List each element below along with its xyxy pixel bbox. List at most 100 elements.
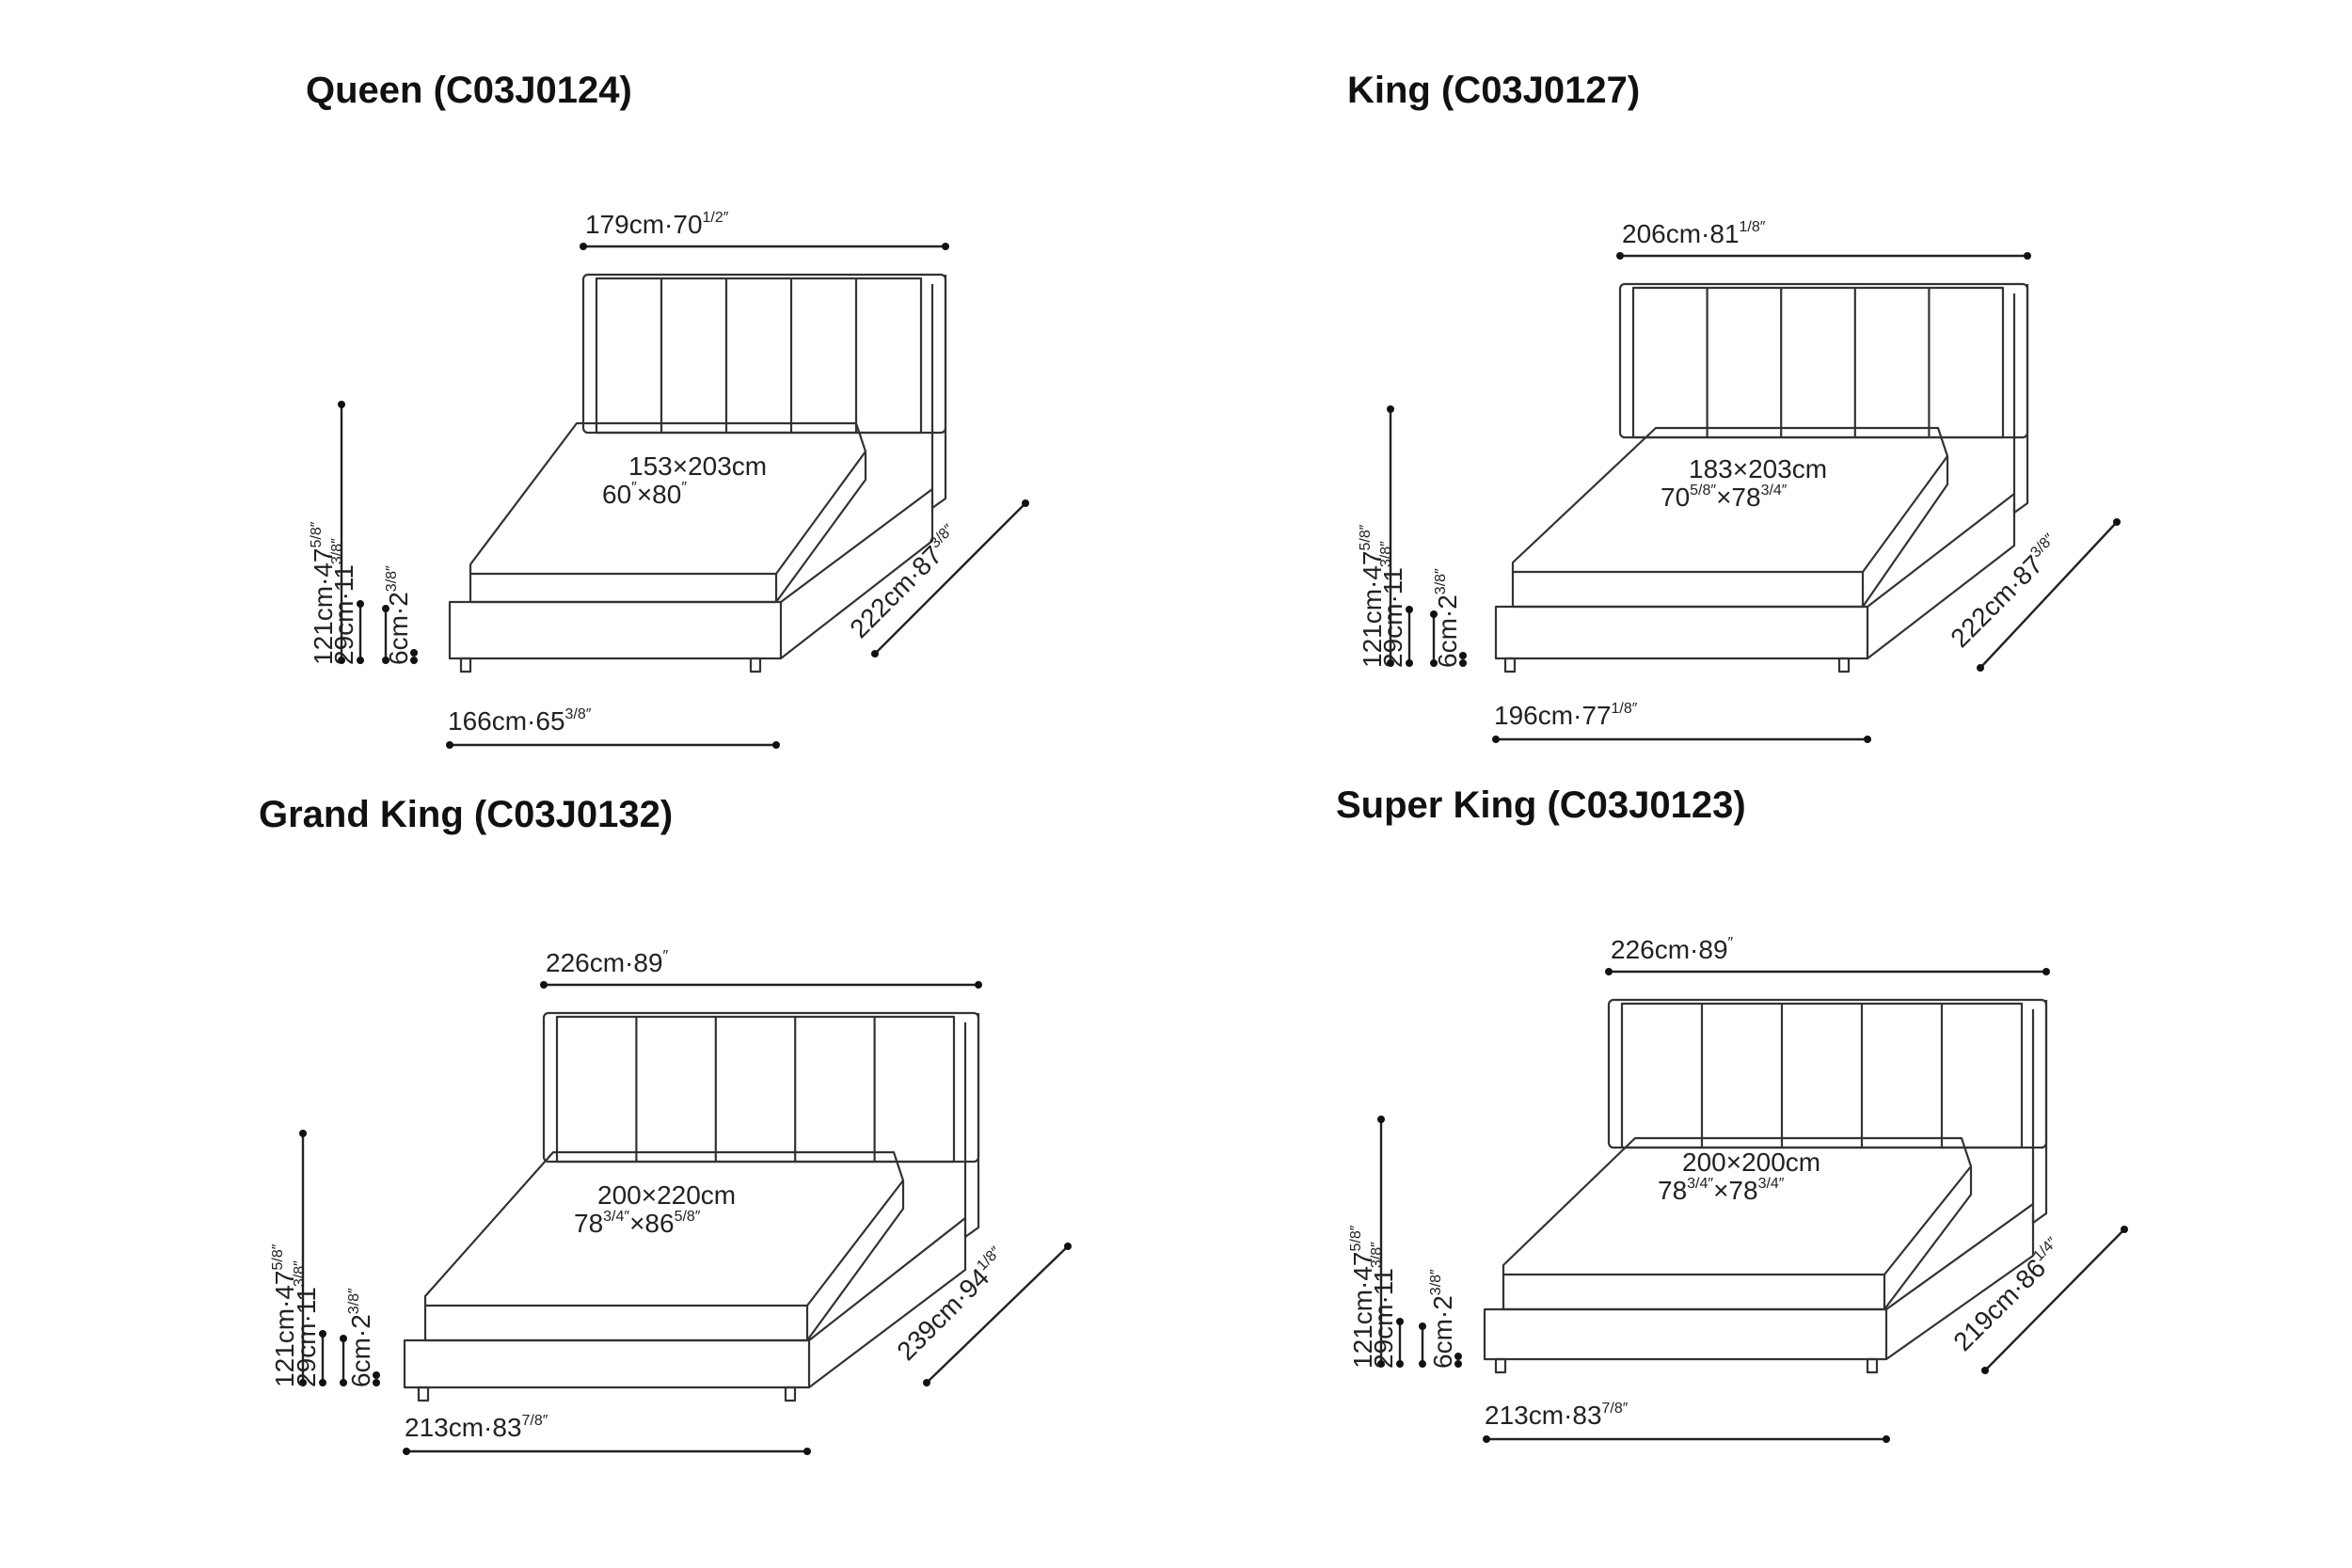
- height-total-dimension-endpoint: [1377, 1116, 1385, 1123]
- height-legs-label: 6cm·23/8″: [346, 1288, 375, 1387]
- frame-width-label-value: 213cm·83: [1485, 1401, 1602, 1430]
- height-base-secondary-endpoint: [1419, 1360, 1426, 1368]
- height-total-label-value: 121cm·47: [270, 1270, 299, 1387]
- height-base-label-fraction: 3/8″: [1369, 1242, 1385, 1268]
- height-total-dimension-endpoint: [338, 657, 345, 664]
- bed-base-side: [780, 488, 934, 659]
- length-dimension-endpoint: [2121, 1226, 2128, 1233]
- frame-width-label-value: 166cm·65: [448, 706, 565, 736]
- headboard-width-label-value: 179cm·70: [585, 210, 703, 239]
- mattress-imperial-fraction: ″: [681, 480, 687, 496]
- bed-leg: [1837, 657, 1851, 673]
- height-base-dimension-endpoint: [319, 1379, 326, 1386]
- length-dimension-endpoint: [2113, 518, 2121, 526]
- height-base-label-fraction: 3/8″: [1378, 541, 1394, 567]
- headboard-panel: [1631, 286, 2005, 439]
- bed-leg: [749, 657, 762, 673]
- height-base-label: 29cm·113/8″: [292, 1260, 321, 1387]
- height-base-dimension-endpoint: [357, 600, 364, 608]
- height-base-dimension-endpoint: [1406, 606, 1413, 613]
- mattress-end: [1883, 1166, 1973, 1310]
- headboard-width-label-fraction: ″: [663, 948, 669, 964]
- headboard-width-label-fraction: 1/8″: [1740, 219, 1766, 235]
- headboard-width-dimension-endpoint: [540, 981, 548, 989]
- mattress-imperial-value: 78: [574, 1209, 603, 1238]
- headboard-width-label-value: 226cm·89: [1611, 935, 1728, 964]
- mattress-end: [775, 451, 867, 603]
- height-total-dimension-endpoint: [338, 401, 345, 408]
- mattress-size-metric: 200×200cm: [1682, 1148, 1820, 1177]
- height-legs-label: 6cm·23/8″: [1428, 1269, 1457, 1369]
- headboard-width-dimension-endpoint: [942, 243, 949, 250]
- bed-outline-grand: [403, 1011, 980, 1402]
- mattress-imperial-value: ×78: [1716, 483, 1761, 512]
- height-base-dimension-endpoint: [357, 657, 364, 664]
- height-base-secondary-endpoint: [1430, 610, 1438, 618]
- bed-leg: [784, 1386, 797, 1402]
- bed-base-side: [1885, 1203, 2035, 1360]
- headboard-wing: [2012, 284, 2029, 515]
- length-dimension-endpoint: [871, 650, 879, 657]
- length-dimension-line: [874, 502, 1026, 655]
- height-legs-label: 6cm·23/8″: [384, 565, 413, 665]
- length-dimension-line: [1984, 1228, 2125, 1371]
- height-base-label-value: 29cm·11: [329, 564, 358, 665]
- frame-width-label-fraction: 1/8″: [1612, 701, 1638, 717]
- height-total-label: 121cm·475/8″: [270, 1243, 299, 1387]
- headboard-panel: [1620, 1002, 2024, 1149]
- height-total-label-value: 121cm·47: [1348, 1251, 1377, 1369]
- height-total-dimension-endpoint: [1377, 1360, 1385, 1368]
- length-dimension-endpoint: [1064, 1243, 1072, 1250]
- height-base-secondary-endpoint: [1430, 659, 1438, 667]
- height-base-secondary-endpoint: [382, 657, 389, 664]
- height-legs-label-value: 6cm·2: [384, 592, 413, 665]
- height-total-label: 121cm·475/8″: [309, 521, 338, 665]
- frame-width-dimension-endpoint: [446, 741, 453, 749]
- bed-outline-king: [1494, 282, 2029, 673]
- height-total-dimension-endpoint: [299, 1379, 307, 1386]
- height-base-dimension-endpoint: [319, 1330, 326, 1338]
- mattress-size-imperial: 783/4″×865/8″: [574, 1209, 701, 1238]
- frame-width-dimension-endpoint: [803, 1448, 811, 1455]
- bed-outline-queen: [448, 273, 947, 673]
- height-legs-label-fraction: 3/8″: [1428, 1269, 1444, 1295]
- headboard-panel: [595, 277, 923, 435]
- headboard-panel: [555, 1015, 956, 1164]
- frame-width-label: 196cm·771/8″: [1494, 701, 1638, 730]
- mattress-imperial-fraction: 5/8″: [1690, 483, 1716, 499]
- height-legs-endpoint: [1454, 1360, 1462, 1368]
- height-legs-endpoint: [410, 657, 418, 664]
- headboard-width-label: 226cm·89″: [546, 948, 669, 977]
- panel-title-super: Super King (C03J0123): [1336, 784, 1746, 826]
- length-dimension-line: [1979, 521, 2118, 669]
- headboard-wing: [963, 1013, 980, 1239]
- mattress-imperial-value: 60: [602, 480, 631, 509]
- headboard-width-dimension-endpoint: [2042, 968, 2050, 975]
- height-legs-label-value: 6cm·2: [1433, 594, 1462, 668]
- frame-width-label-fraction: 3/8″: [565, 706, 592, 722]
- length-dimension-endpoint: [1022, 499, 1029, 507]
- height-base-label-value: 29cm·11: [1369, 1268, 1398, 1369]
- frame-width-dimension-endpoint: [772, 741, 780, 749]
- mattress-size-metric: 183×203cm: [1689, 454, 1827, 483]
- headboard-width-label-fraction: 1/2″: [703, 210, 729, 226]
- mattress-imperial-fraction: 3/4″: [1758, 1176, 1785, 1192]
- headboard-width-dimension-endpoint: [975, 981, 982, 989]
- mattress-end: [806, 1180, 905, 1341]
- bed-leg: [1866, 1357, 1879, 1374]
- height-total-label: 121cm·475/8″: [1358, 524, 1387, 668]
- height-total-dimension-endpoint: [299, 1130, 307, 1137]
- height-legs-endpoint: [1459, 659, 1467, 667]
- mattress-size-imperial: 705/8″×783/4″: [1661, 483, 1788, 512]
- frame-width-label-value: 196cm·77: [1494, 701, 1612, 730]
- height-base-label-value: 29cm·11: [1378, 567, 1407, 668]
- height-total-label-fraction: 5/8″: [1358, 524, 1374, 550]
- height-base-label: 29cm·113/8″: [1378, 541, 1407, 668]
- frame-width-dimension-endpoint: [1492, 736, 1500, 743]
- bed-base-side: [1867, 493, 2016, 659]
- headboard-width-label-value: 226cm·89: [546, 948, 663, 977]
- frame-width-label-fraction: 7/8″: [1602, 1401, 1629, 1417]
- headboard-width-dimension-endpoint: [1605, 968, 1613, 975]
